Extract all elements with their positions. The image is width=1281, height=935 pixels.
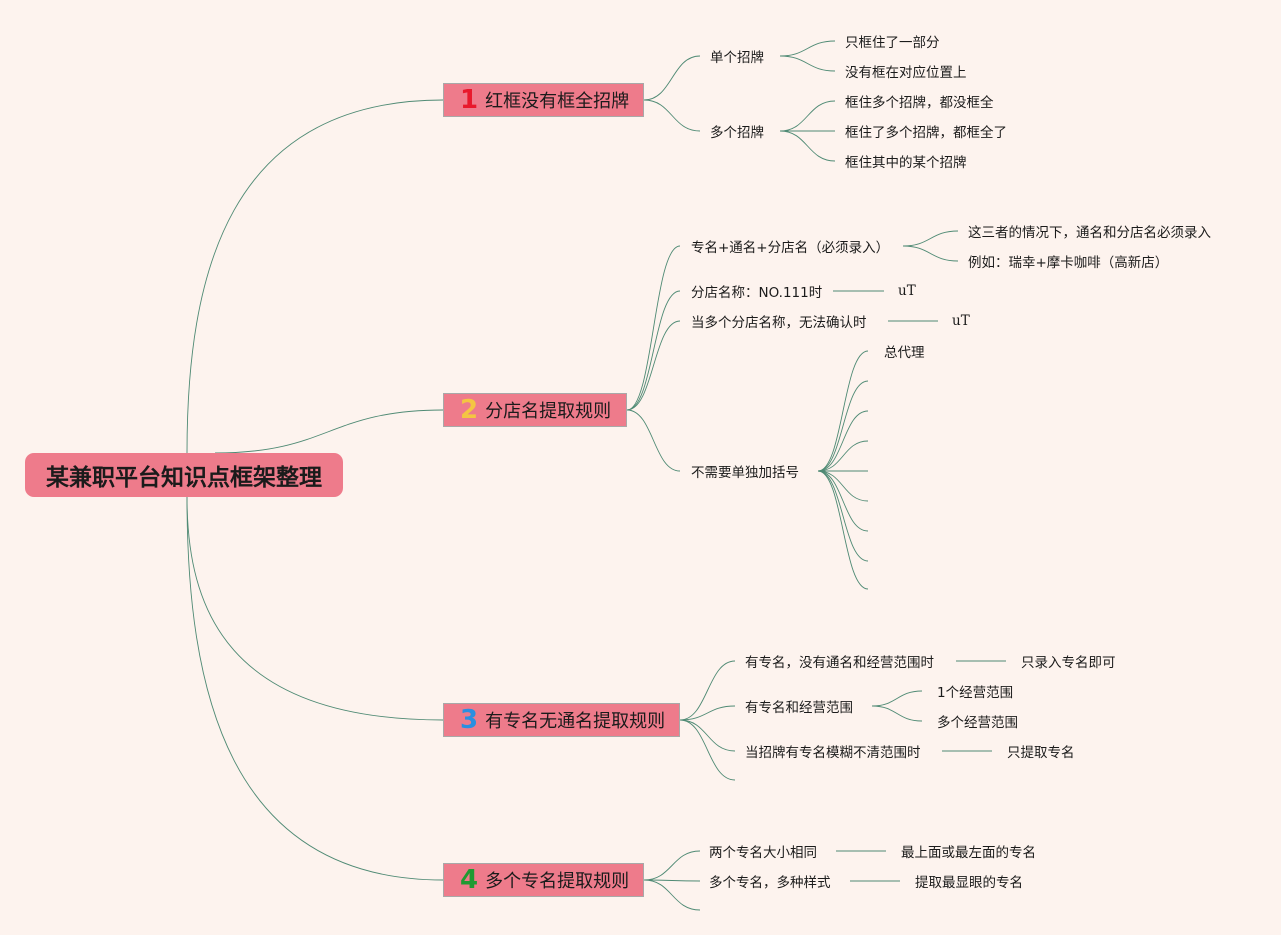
subtopic-item[interactable]: 例如：瑞幸+摩卡咖啡（高新店） bbox=[968, 255, 1169, 271]
subtopic-item[interactable]: 提取最显眼的专名 bbox=[915, 875, 1023, 891]
branch-node-2[interactable]: 2 分店名提取规则 bbox=[443, 393, 627, 427]
topic-no-brackets[interactable]: 不需要单独加括号 bbox=[691, 465, 799, 481]
connector bbox=[626, 320, 681, 411]
connector bbox=[817, 350, 869, 472]
connector bbox=[679, 705, 736, 721]
root-connector bbox=[186, 99, 444, 454]
topic-multiple-signs[interactable]: 多个招牌 bbox=[710, 125, 764, 141]
root-node[interactable]: 某兼职平台知识点框架整理 bbox=[25, 453, 343, 497]
connector bbox=[779, 130, 836, 162]
branch-node-3[interactable]: 3 有专名无通名提取规则 bbox=[443, 703, 680, 737]
topic-same-size[interactable]: 两个专名大小相同 bbox=[709, 845, 817, 861]
connector bbox=[817, 410, 869, 472]
number-badge-1: 1 bbox=[460, 85, 479, 115]
subtopic-item[interactable]: 最上面或最左面的专名 bbox=[901, 845, 1036, 861]
branch-label: 多个专名提取规则 bbox=[485, 871, 630, 892]
topic-required-entry[interactable]: 专名+通名+分店名（必须录入） bbox=[691, 240, 890, 256]
subtopic-item[interactable]: 没有框在对应位置上 bbox=[845, 65, 967, 81]
connector bbox=[817, 470, 869, 532]
connector bbox=[817, 380, 869, 472]
root-connector bbox=[214, 409, 444, 454]
subtopic-item[interactable]: 框住了多个招牌，都框全了 bbox=[845, 125, 1007, 141]
connector bbox=[626, 290, 681, 411]
connector bbox=[643, 850, 701, 881]
branch-node-1[interactable]: 1 红框没有框全招牌 bbox=[443, 83, 644, 117]
connector bbox=[643, 55, 701, 101]
topic-multiple-styles[interactable]: 多个专名，多种样式 bbox=[709, 875, 831, 891]
connector bbox=[817, 470, 869, 590]
subtopic-item[interactable]: 只提取专名 bbox=[1007, 745, 1075, 761]
branch-label: 分店名提取规则 bbox=[485, 401, 612, 422]
branch-label: 有专名无通名提取规则 bbox=[485, 711, 666, 732]
topic-branch-no[interactable]: 分店名称：NO.111时 bbox=[691, 285, 823, 301]
number-badge-4: 4 bbox=[460, 865, 479, 895]
connector bbox=[643, 879, 701, 882]
topic-multiple-branches[interactable]: 当多个分店名称，无法确认时 bbox=[691, 315, 867, 331]
subtopic-item[interactable]: 1个经营范围 bbox=[937, 685, 1014, 701]
branch-node-4[interactable]: 4 多个专名提取规则 bbox=[443, 863, 644, 897]
subtopic-item[interactable]: 只框住了一部分 bbox=[845, 35, 940, 51]
connector bbox=[626, 409, 681, 472]
connector bbox=[679, 660, 736, 721]
subtopic-item[interactable]: 这三者的情况下，通名和分店名必须录入 bbox=[968, 225, 1211, 241]
connector bbox=[779, 100, 836, 132]
connector bbox=[902, 245, 959, 262]
connector bbox=[817, 470, 869, 502]
connector bbox=[902, 230, 959, 247]
topic-blurry-scope[interactable]: 当招牌有专名模糊不清范围时 bbox=[745, 745, 921, 761]
root-connector bbox=[186, 496, 444, 721]
connector bbox=[679, 719, 736, 781]
subtopic-item[interactable]: uT bbox=[952, 313, 970, 329]
branch-label: 红框没有框全招牌 bbox=[485, 91, 630, 112]
number-badge-3: 3 bbox=[460, 705, 479, 735]
connector bbox=[779, 55, 836, 72]
connector bbox=[679, 719, 736, 752]
connector bbox=[817, 470, 869, 562]
connector bbox=[871, 705, 923, 722]
subtopic-item[interactable]: 框住多个招牌，都没框全 bbox=[845, 95, 994, 111]
subtopic-item[interactable]: 只录入专名即可 bbox=[1021, 655, 1116, 671]
topic-name-with-scope[interactable]: 有专名和经营范围 bbox=[745, 700, 853, 716]
topic-single-sign[interactable]: 单个招牌 bbox=[710, 50, 764, 66]
number-badge-2: 2 bbox=[460, 395, 479, 425]
connector bbox=[643, 99, 701, 132]
subtopic-item[interactable]: uT bbox=[898, 283, 916, 299]
subtopic-item[interactable]: 多个经营范围 bbox=[937, 715, 1018, 731]
connector bbox=[779, 40, 836, 57]
topic-name-no-generic[interactable]: 有专名，没有通名和经营范围时 bbox=[745, 655, 934, 671]
connector bbox=[626, 245, 681, 411]
subtopic-item[interactable]: 框住其中的某个招牌 bbox=[845, 155, 967, 171]
root-connector bbox=[186, 496, 444, 881]
connector bbox=[817, 440, 869, 472]
connector bbox=[871, 690, 923, 707]
connector bbox=[643, 879, 701, 911]
subtopic-item[interactable]: 总代理 bbox=[884, 345, 925, 361]
